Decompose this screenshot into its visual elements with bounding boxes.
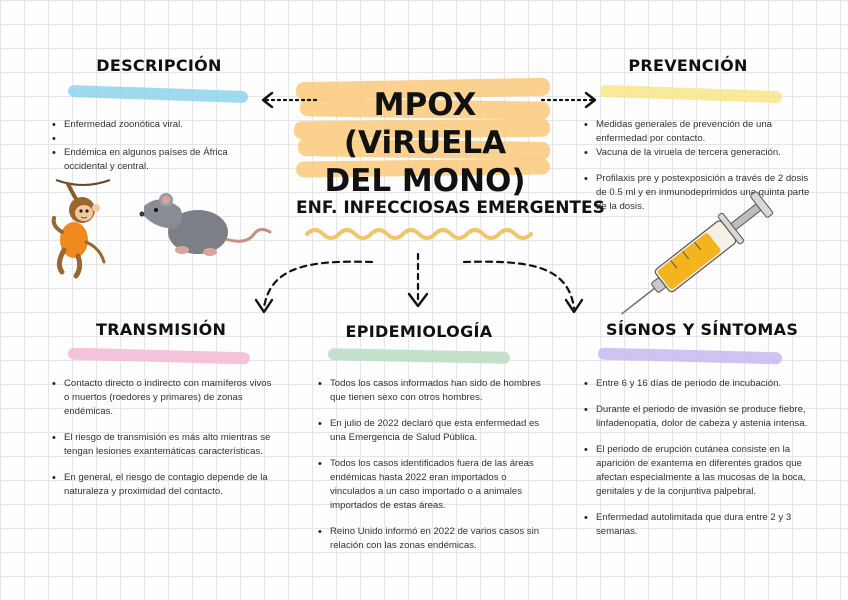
syringe-illustration [612, 200, 790, 304]
rat-illustration [136, 186, 272, 262]
section-heading: TRANSMISIÓN [96, 320, 222, 339]
section-heading: DESCRIPCIÓN [94, 56, 224, 75]
list-item: Vacuna de la viruela de tercera generaci… [596, 146, 816, 160]
list-item: Enfermedad zoonótica viral. [64, 118, 264, 132]
list-item: Contacto directo o indirecto con mamífer… [64, 377, 276, 419]
list-item: Enfermedad autolimitada que dura entre 2… [596, 511, 820, 539]
heading-swash [68, 85, 248, 103]
subtitle: ENF. INFECCIOSAS EMERGENTES [296, 198, 552, 218]
heading-swash [328, 348, 510, 364]
list-item: Todos los casos identificados fuera de l… [330, 457, 552, 513]
page-title-line-2: DEL MONO) [300, 162, 550, 200]
arrow-down-left-icon [250, 256, 380, 318]
list-item: Reino Unido informó en 2022 de varios ca… [330, 525, 552, 553]
signos-list: Entre 6 y 16 días de periodo de incubaci… [582, 377, 820, 539]
wavy-underline [305, 226, 537, 242]
list-item: Medidas generales de prevención de una e… [596, 118, 816, 146]
list-item: En general, el riesgo de contagio depend… [64, 471, 276, 499]
section-heading: PREVENCIÓN [628, 56, 748, 75]
list-item: En julio de 2022 declaró que esta enferm… [330, 417, 552, 445]
section-heading: SÍGNOS Y SÍNTOMAS [606, 320, 776, 339]
list-item: Todos los casos informados han sido de h… [330, 377, 552, 405]
section-heading: EPIDEMIOLOGÍA [344, 322, 494, 341]
heading-swash [598, 348, 782, 365]
transmision-list: Contacto directo o indirecto con mamífer… [50, 377, 276, 499]
arrow-down-right-icon [460, 256, 590, 318]
arrow-right-icon [540, 90, 600, 110]
arrow-down-center-icon [404, 252, 434, 310]
list-item [64, 132, 264, 146]
list-item: El riesgo de transmisión es más alto mie… [64, 431, 276, 459]
page-title-line-1: MPOX (ViRUELA [300, 86, 550, 162]
list-item: Durante el periodo de invasión se produc… [596, 403, 820, 431]
list-item: El periodo de erupción cutánea consiste … [596, 443, 820, 499]
heading-swash [68, 348, 250, 365]
arrow-left-icon [258, 90, 318, 110]
page-title: MPOX (ViRUELA DEL MONO) [300, 86, 550, 200]
descripcion-list: Enfermedad zoonótica viral. Endémica en … [50, 118, 264, 174]
list-item: Entre 6 y 16 días de periodo de incubaci… [596, 377, 820, 391]
epidemiologia-list: Todos los casos informados han sido de h… [316, 377, 552, 553]
list-item: Endémica en algunos países de África occ… [64, 146, 264, 174]
heading-swash [600, 85, 782, 103]
monkey-illustration [48, 178, 118, 278]
